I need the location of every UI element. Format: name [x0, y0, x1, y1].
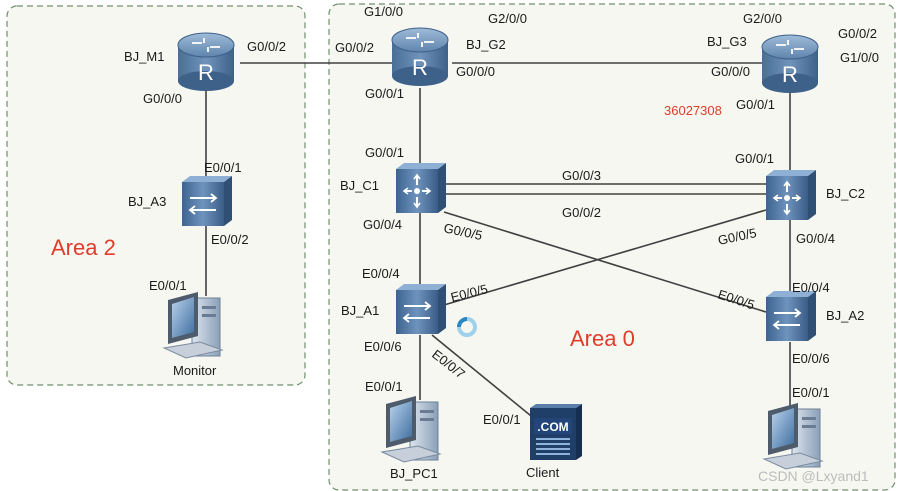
server-client[interactable]: .COM [530, 404, 582, 460]
port-label: E0/0/1 [483, 412, 521, 427]
port-label: E0/0/1 [792, 385, 830, 400]
port-label: G0/0/2 [838, 26, 877, 41]
pc-bj-pc1[interactable] [380, 396, 442, 463]
l2-switch-icon [182, 176, 232, 226]
port-label: G0/0/4 [363, 217, 402, 232]
device-label-client: Client [526, 465, 560, 480]
port-labels: G0/0/2 G0/0/0 G1/0/0 G2/0/0 G0/0/2 G0/0/… [143, 4, 879, 427]
l2-switch-icon [396, 284, 446, 334]
port-label: G2/0/0 [743, 11, 782, 26]
l2-switch-icon [766, 291, 816, 341]
port-label: G0/0/2 [562, 205, 601, 220]
device-label-bj-m1: BJ_M1 [124, 49, 164, 64]
link-c1-a2 [443, 211, 767, 313]
port-label: E0/0/6 [792, 351, 830, 366]
device-label-bj-a3: BJ_A3 [128, 194, 166, 209]
switch-bj-a3[interactable] [182, 176, 232, 226]
port-label: G0/0/1 [735, 151, 774, 166]
router-bj-g3[interactable]: R [761, 34, 819, 93]
area-label-area2: Area 2 [51, 235, 116, 260]
link-a1-client [431, 334, 537, 421]
svg-text:R: R [412, 55, 428, 80]
device-label-bj-c2: BJ_C2 [826, 186, 865, 201]
port-label: G0/0/0 [143, 91, 182, 106]
l3-switch-icon [766, 170, 816, 220]
port-label: G1/0/0 [364, 4, 403, 19]
router-icon: R [391, 27, 449, 86]
loading-ring-icon [457, 317, 477, 337]
svg-text:R: R [198, 60, 214, 85]
area-label-area0: Area 0 [570, 326, 635, 351]
device-label-bj-pc1: BJ_PC1 [390, 466, 438, 481]
port-label: G2/0/0 [488, 11, 527, 26]
switch-bj-a2[interactable] [766, 291, 816, 341]
router-icon: R [761, 34, 819, 93]
port-label: G0/0/3 [562, 168, 601, 183]
pc-icon [380, 396, 442, 463]
port-label: G0/0/1 [365, 86, 404, 101]
area0-box [328, 3, 896, 491]
port-label: G0/0/1 [736, 97, 775, 112]
server-badge: .COM [537, 420, 568, 434]
port-label: G0/0/2 [247, 39, 286, 54]
pc-monitor[interactable] [162, 292, 224, 359]
device-label-monitor: Monitor [173, 363, 217, 378]
port-label: E0/0/1 [149, 278, 187, 293]
port-label: G0/0/0 [456, 64, 495, 79]
device-label-bj-g2: BJ_G2 [466, 37, 506, 52]
router-bj-g2[interactable]: R [391, 27, 449, 86]
server-icon: .COM [530, 404, 582, 460]
port-label: E0/0/6 [364, 339, 402, 354]
port-label: E0/0/2 [211, 232, 249, 247]
port-label: G0/0/4 [796, 231, 835, 246]
area2-box [6, 5, 306, 386]
pc-icon [762, 403, 824, 470]
port-label: G0/0/0 [711, 64, 750, 79]
links [205, 62, 791, 421]
port-label: G1/0/0 [840, 50, 879, 65]
switch-bj-a1[interactable] [396, 284, 446, 334]
switch-bj-c2[interactable] [766, 170, 816, 220]
pc-icon [162, 292, 224, 359]
link-c2-a1 [443, 209, 767, 306]
csdn-credit: CSDN @Lxyand1 [758, 468, 869, 484]
port-label: E0/0/1 [204, 160, 242, 175]
port-label: E0/0/1 [365, 379, 403, 394]
watermark-number: 36027308 [664, 103, 722, 118]
device-label-bj-a2: BJ_A2 [826, 308, 864, 323]
router-bj-m1[interactable]: R [177, 32, 235, 91]
switch-bj-c1[interactable] [396, 163, 446, 213]
router-icon: R [177, 32, 235, 91]
device-label-bj-a1: BJ_A1 [341, 303, 379, 318]
device-label-bj-c1: BJ_C1 [340, 178, 379, 193]
pc-bj-pc2[interactable] [762, 403, 824, 470]
l3-switch-icon [396, 163, 446, 213]
port-label: E0/0/4 [792, 280, 830, 295]
device-labels: BJ_M1 BJ_G2 BJ_G3 BJ_A3 BJ_C1 BJ_C2 BJ_A… [124, 34, 865, 481]
device-label-bj-g3: BJ_G3 [707, 34, 747, 49]
port-label: E0/0/4 [362, 266, 400, 281]
svg-text:R: R [782, 62, 798, 87]
port-label: G0/0/2 [335, 40, 374, 55]
port-label: G0/0/1 [365, 145, 404, 160]
